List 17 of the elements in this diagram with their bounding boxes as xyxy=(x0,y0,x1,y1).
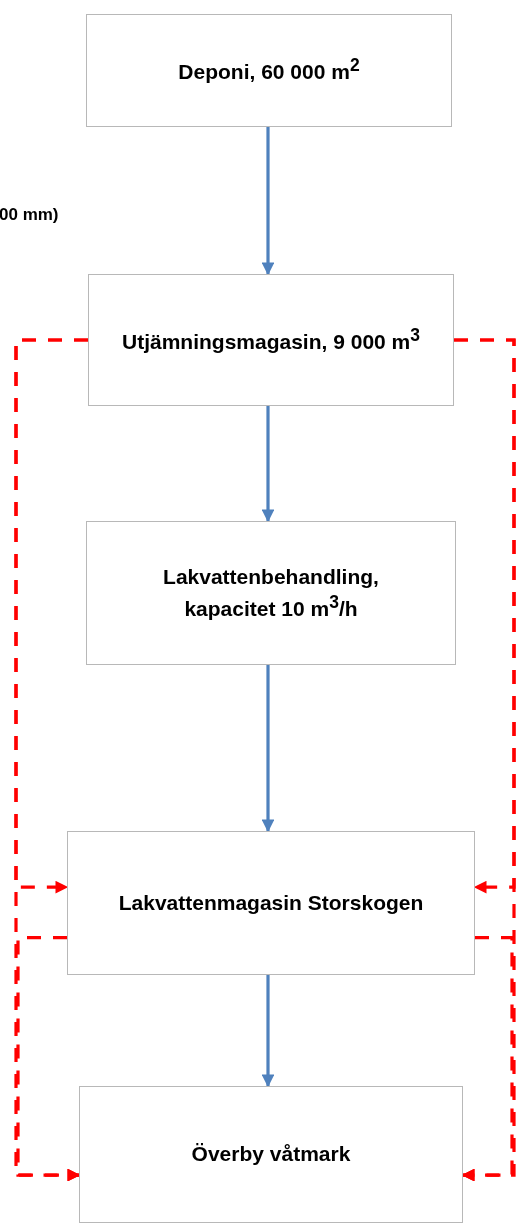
arrow xyxy=(261,665,275,833)
box-label: Överby våtmark xyxy=(190,1141,352,1168)
dashed-arrow xyxy=(461,935,514,1182)
dashed-arrow xyxy=(16,935,81,1182)
note-text: 00 mm) xyxy=(0,205,59,225)
process-box xyxy=(79,1086,463,1223)
box-label: Lakvattenbehandling, kapacitet 10 m$^{3}$/h xyxy=(162,563,380,622)
arrow xyxy=(261,127,275,276)
arrow xyxy=(261,975,275,1088)
process-box xyxy=(67,831,475,975)
arrow xyxy=(261,406,275,523)
box-label: Lakvattenmagasin Storskogen xyxy=(117,889,425,916)
box-label: Deponi, 60 000 m$^{2}$ xyxy=(177,54,361,86)
box-label: Utjämningsmagasin, 9 000 m$^{3}$ xyxy=(121,323,421,355)
process-box xyxy=(86,521,456,665)
process-box xyxy=(88,274,454,406)
process-box xyxy=(86,14,452,127)
